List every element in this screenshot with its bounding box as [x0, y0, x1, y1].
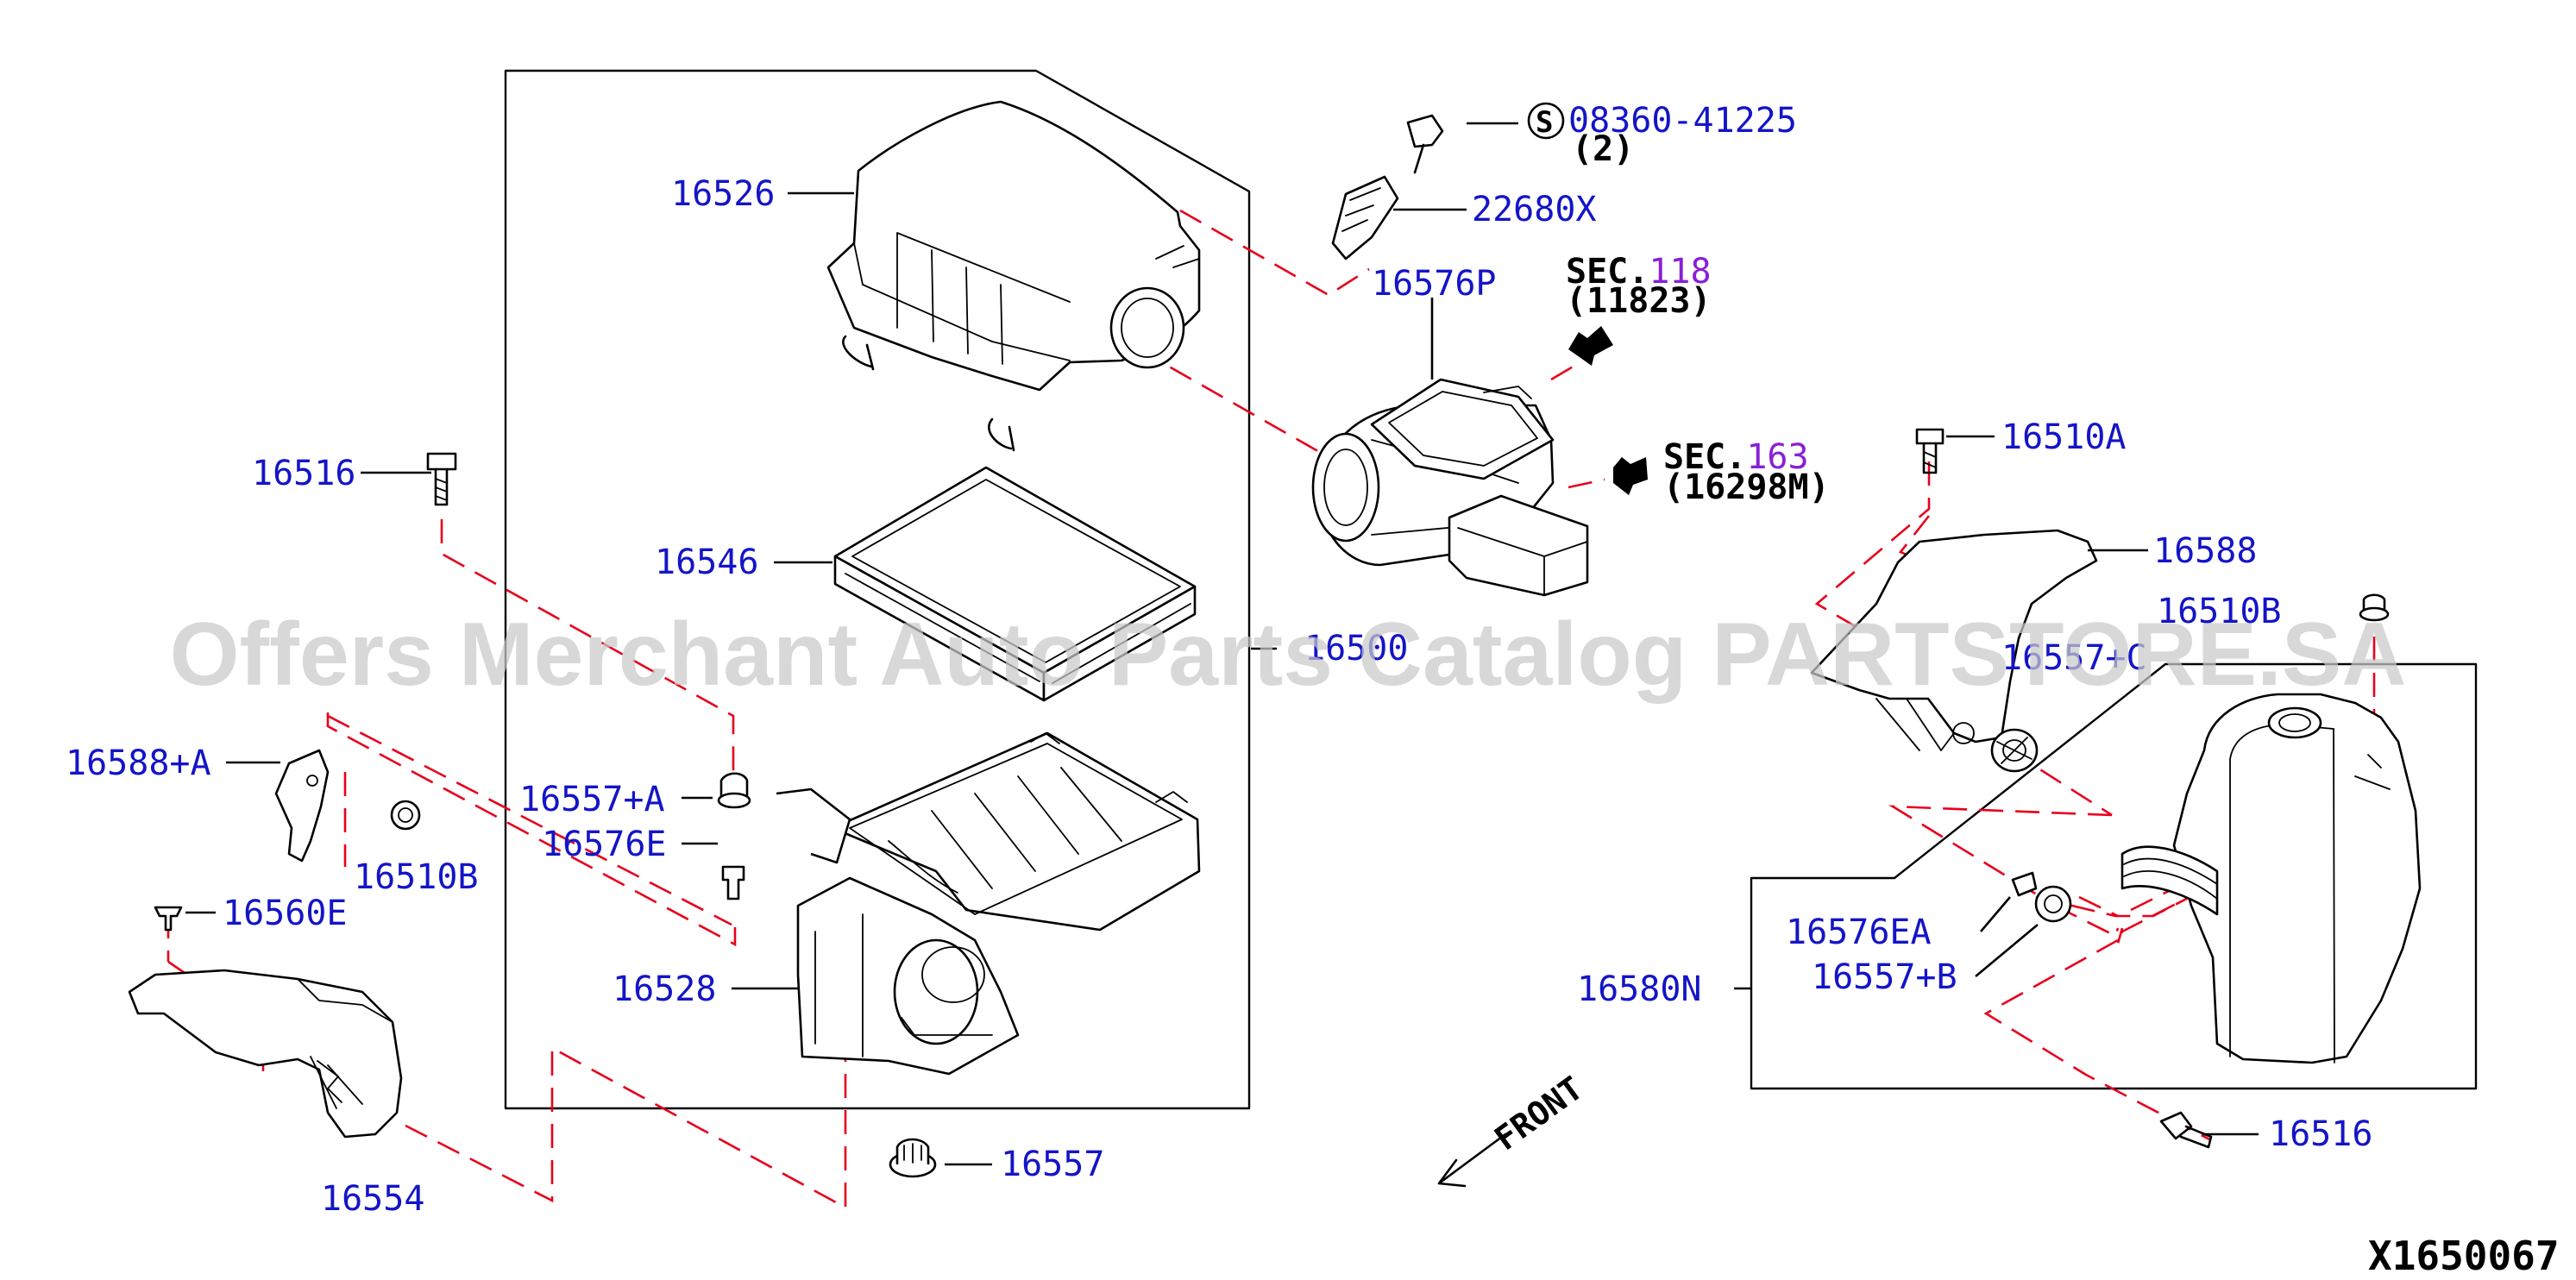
label-16557-C[interactable]: 16557+C	[2001, 638, 2147, 678]
air-duct-16576P[interactable]	[1311, 378, 1589, 597]
label-16588[interactable]: 16588	[2153, 531, 2257, 571]
arrow-icon-sec-118	[1568, 326, 1613, 366]
mass-airflow-sensor-22680X[interactable]	[1331, 175, 1399, 260]
section-ref-163[interactable]: SEC.163 (16298M)	[1663, 437, 1830, 507]
grommet-16557-A[interactable]	[717, 772, 751, 809]
collar-16576E[interactable]	[721, 865, 745, 900]
lower-body-16528[interactable]	[776, 731, 1201, 1076]
label-16588-A[interactable]: 16588+A	[66, 744, 211, 783]
bolt-16516-left[interactable]	[426, 452, 457, 506]
assembly-dashed-lines	[166, 209, 2376, 1210]
grommet-16557[interactable]	[889, 1138, 937, 1178]
sec163-code: (16298M)	[1663, 467, 1830, 507]
bolt-16510A[interactable]	[1915, 428, 1945, 474]
label-16554[interactable]: 16554	[321, 1179, 424, 1219]
grommet-16510B-left[interactable]	[390, 800, 421, 831]
screw-08360-41225[interactable]	[1406, 114, 1444, 174]
upper-cover-16526[interactable]	[826, 100, 1201, 452]
grommet-16510B-right[interactable]	[2359, 593, 2390, 622]
sec118-number[interactable]: 118	[1649, 252, 1711, 292]
watermark: Offers Merchant Auto Parts Catalog PARTS…	[170, 605, 2407, 705]
part-labels: 16526 16546 16500 16528 16557 16516 1655…	[66, 101, 2372, 1219]
section-ref-118[interactable]: SEC.118 (11823)	[1566, 252, 1712, 321]
label-16576EA[interactable]: 16576EA	[1786, 913, 1932, 952]
front-label: FRONT	[1487, 1069, 1589, 1158]
label-16557[interactable]: 16557	[1001, 1145, 1104, 1184]
diagram-code: X1650067	[2368, 1233, 2560, 1279]
label-16557-B[interactable]: 16557+B	[1812, 957, 1957, 997]
label-16510A[interactable]: 16510A	[2001, 417, 2127, 457]
label-16580N[interactable]: 16580N	[1577, 969, 1702, 1009]
svg-text:SEC.163: SEC.163	[1663, 437, 1809, 477]
screw-spec-symbol: S	[1527, 102, 1565, 140]
label-16516-right[interactable]: 16516	[2269, 1114, 2372, 1154]
svg-text:SEC.118: SEC.118	[1566, 252, 1712, 292]
sec118-code: (11823)	[1566, 281, 1712, 321]
label-16528[interactable]: 16528	[613, 969, 716, 1009]
bracket-16588-A[interactable]	[274, 749, 330, 863]
sec163-prefix: SEC.	[1663, 437, 1746, 477]
label-08360-qty: (2)	[1572, 129, 1634, 169]
label-22680X[interactable]: 22680X	[1472, 190, 1597, 229]
leader-lines	[185, 122, 2259, 1166]
grommet-16557-B[interactable]	[2034, 885, 2072, 923]
resonator-assembly-frame	[1750, 662, 2478, 1090]
label-16510B-right[interactable]: 16510B	[2157, 592, 2282, 631]
label-16576P[interactable]: 16576P	[1372, 264, 1497, 304]
front-arrow-icon	[1437, 1133, 1507, 1188]
bolt-16516-right[interactable]	[2159, 1111, 2213, 1149]
label-16500[interactable]: 16500	[1304, 629, 1408, 668]
label-08360-41225[interactable]: 08360-41225	[1568, 101, 1797, 141]
label-16557-A[interactable]: 16557+A	[519, 780, 665, 819]
sec163-number[interactable]: 163	[1746, 437, 1808, 477]
label-16546[interactable]: 16546	[655, 543, 758, 582]
arrow-icon-sec-163	[1613, 457, 1648, 495]
bracket-16588[interactable]	[1810, 529, 2098, 751]
filter-element-16546[interactable]	[833, 466, 1197, 702]
resonator-16580N[interactable]	[2120, 693, 2422, 1064]
sec118-prefix: SEC.	[1566, 252, 1649, 292]
label-16576E[interactable]: 16576E	[542, 825, 667, 864]
collar-16576EA[interactable]	[2011, 871, 2038, 897]
inlet-duct-16554[interactable]	[128, 969, 403, 1139]
screw-symbol-letter: S	[1536, 105, 1553, 140]
clip-16560E[interactable]	[154, 906, 183, 932]
label-16526[interactable]: 16526	[671, 174, 775, 214]
grommet-16557-C[interactable]	[1990, 728, 2039, 773]
air-cleaner-assembly-frame	[504, 69, 1251, 1110]
label-16510B-left[interactable]: 16510B	[354, 857, 479, 897]
label-16516-left[interactable]: 16516	[252, 454, 355, 493]
label-16560E[interactable]: 16560E	[223, 894, 348, 933]
